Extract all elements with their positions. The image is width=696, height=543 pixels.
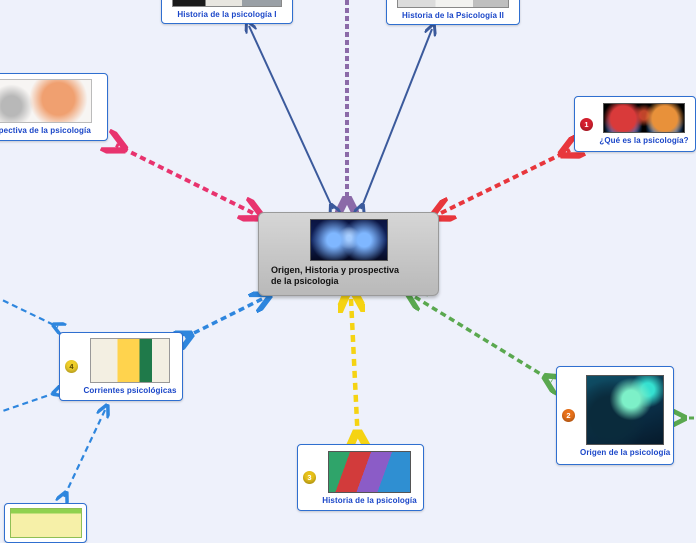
node-historia-de-la-psicologia[interactable]: 3 Historia de la psicología	[297, 444, 424, 511]
node-caption: Historia de la psicología I	[177, 10, 277, 19]
robot-and-head-illustration-thumbnail	[0, 79, 92, 123]
node-caption: ospectiva de la psicología	[0, 126, 91, 135]
node-partial-bottom-left[interactable]	[4, 503, 87, 543]
two-heads-exchanging-ideas-thumbnail	[603, 103, 685, 133]
connector-central-to-prospectiva	[116, 145, 253, 213]
connector-offscreen-left-to-corrientes-lower	[0, 392, 58, 414]
connector-central-to-corrientes	[184, 299, 262, 338]
connector-central-to-que-es	[441, 150, 570, 213]
historical-portraits-thumbnail	[397, 0, 509, 8]
node-historia-de-la-psicologia-i[interactable]: Historia de la psicología I	[161, 0, 293, 24]
connector-central-to-historia	[351, 299, 358, 443]
node-caption: Corrientes psicológicas	[83, 386, 177, 395]
node-origen-de-la-psicologia[interactable]: 2 Origen de la psicología	[556, 366, 674, 465]
badge-2: 2	[562, 409, 575, 422]
historical-portraits-thumbnail	[172, 0, 282, 7]
colored-brain-regions-thumbnail	[328, 450, 411, 493]
badge-4: 4	[65, 360, 78, 373]
badge-3: 3	[303, 471, 316, 484]
node-caption: Origen de la psicología	[580, 447, 671, 457]
green-yellow-thumbnail	[9, 508, 82, 538]
node-caption: Historia de la Psicología II	[402, 10, 504, 20]
node-historia-de-la-psicologia-ii[interactable]: Historia de la Psicología II	[386, 0, 520, 25]
connector-offscreen-left-to-corrientes-upper	[0, 297, 58, 327]
node-caption: ¿Qué es la psicología?	[599, 136, 689, 145]
connector-central-to-origen	[415, 297, 552, 381]
central-node[interactable]: Origen, Historia y prospectiva de la psi…	[258, 212, 439, 296]
glowing-brain-silhouette-thumbnail	[586, 374, 665, 445]
node-prospectiva-de-la-psicologia[interactable]: ospectiva de la psicología	[0, 73, 108, 141]
corrientes-psicologicas-collage-thumbnail	[90, 338, 170, 383]
connector-corrientes-to-bottom-left	[64, 410, 105, 497]
node-que-es-la-psicologia[interactable]: 1 ¿Qué es la psicología?	[574, 96, 696, 152]
node-caption: Historia de la psicología	[322, 495, 417, 505]
central-node-title: Origen, Historia y prospectiva de la psi…	[271, 265, 400, 286]
two-blue-brains-facing-thumbnail	[309, 219, 388, 261]
connector-central-to-historia-i	[249, 26, 333, 209]
connector-central-to-historia-ii	[361, 29, 432, 209]
node-corrientes-psicologicas[interactable]: 4 Corrientes psicológicas	[59, 332, 183, 401]
badge-1: 1	[580, 117, 593, 131]
